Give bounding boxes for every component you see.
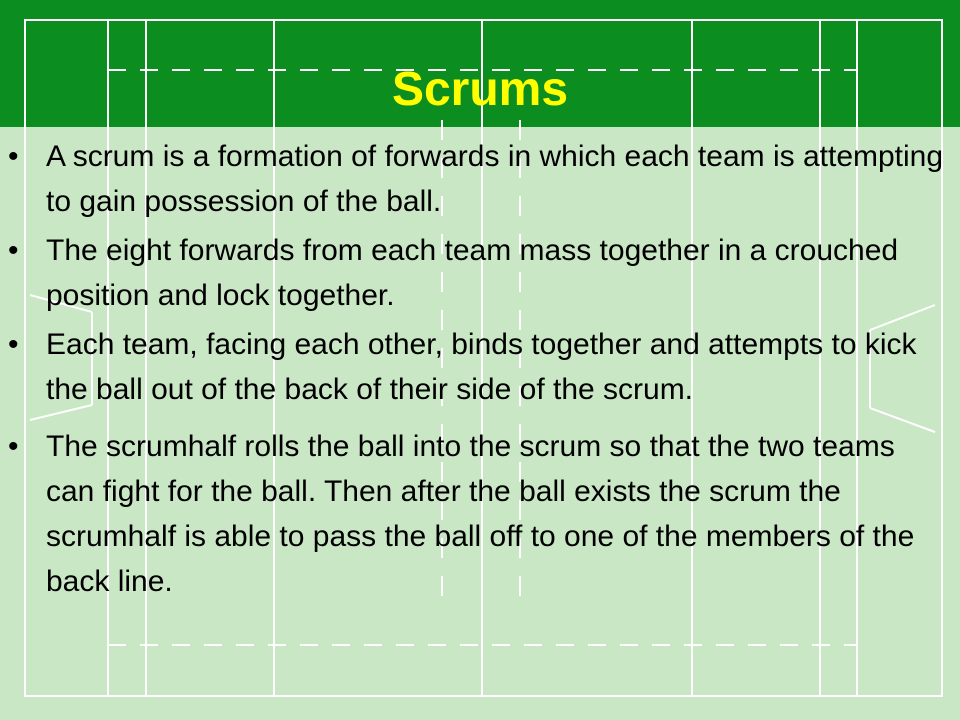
bullet-text: A scrum is a formation of forwards in wh… xyxy=(46,140,944,218)
bullet-list: • A scrum is a formation of forwards in … xyxy=(0,134,960,604)
bullet-marker: • xyxy=(8,140,19,173)
bullet-item: • The scrumhalf rolls the ball into the … xyxy=(0,424,960,604)
bullet-item: • A scrum is a formation of forwards in … xyxy=(0,134,960,224)
bullet-marker: • xyxy=(8,328,19,361)
slide-title: Scrums xyxy=(391,63,569,116)
goal-post-right-top xyxy=(869,304,936,331)
bullet-text: The scrumhalf rolls the ball into the sc… xyxy=(46,430,915,598)
bullet-text: The eight forwards from each team mass t… xyxy=(46,234,899,312)
bullet-marker: • xyxy=(8,430,19,463)
bullet-marker: • xyxy=(8,234,19,267)
goal-post-left-top xyxy=(29,294,93,313)
bullet-text: Each team, facing each other, binds toge… xyxy=(46,328,917,406)
goal-post-right-bottom xyxy=(869,407,936,433)
field-boundary xyxy=(24,19,943,697)
bullet-item: • The eight forwards from each team mass… xyxy=(0,228,960,318)
goal-post-left-bottom xyxy=(29,404,93,421)
bullet-item: • Each team, facing each other, binds to… xyxy=(0,322,960,412)
header-band xyxy=(0,0,960,127)
